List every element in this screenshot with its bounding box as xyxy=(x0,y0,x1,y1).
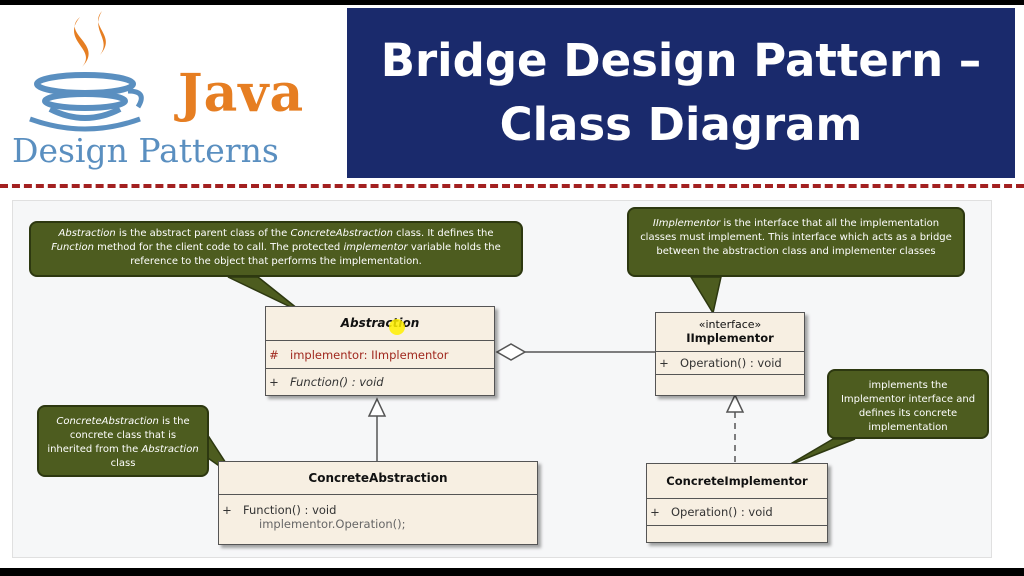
class-concrete-abstraction-name: ConcreteAbstraction xyxy=(219,462,537,495)
logo-java-text: Java xyxy=(178,63,305,124)
public-marker: + xyxy=(659,356,669,370)
class-concrete-abstraction: ConcreteAbstraction + Function() : void … xyxy=(218,461,538,545)
class-iimplementor: «interface» IImplementor + Operation() :… xyxy=(655,312,805,396)
coffee-cup-icon xyxy=(29,11,144,132)
public-marker: + xyxy=(269,375,279,389)
page-title-line-2: Class Diagram xyxy=(499,98,863,151)
public-marker: + xyxy=(222,503,232,517)
iimplementor-method: Operation() : void xyxy=(680,356,782,370)
callout-abstraction: Abstraction is the abstract parent class… xyxy=(29,221,523,277)
class-concrete-implementor: ConcreteImplementor + Operation() : void xyxy=(646,463,828,543)
class-diagram: Abstraction # implementor: IImplementor … xyxy=(12,200,992,558)
java-logo: Java Design Patterns xyxy=(0,5,340,185)
top-border xyxy=(0,0,1024,5)
concrete-abstraction-method-body: implementor.Operation(); xyxy=(259,517,406,531)
cursor-highlight xyxy=(389,319,405,335)
abstraction-method: Function() : void xyxy=(290,375,384,389)
concrete-abstraction-method: Function() : void xyxy=(243,503,337,517)
callout-tail-concrete-implementor xyxy=(786,438,856,467)
callout-tail-iimplementor xyxy=(689,276,722,315)
concrete-implementor-method: Operation() : void xyxy=(671,505,773,519)
dashed-divider xyxy=(0,184,1024,188)
callout-iimplementor: IImplementor is the interface that all t… xyxy=(627,207,965,277)
protected-marker: # xyxy=(269,347,279,362)
callout-tail-abstraction xyxy=(227,276,304,314)
diagram-connectors xyxy=(193,276,856,478)
bottom-border xyxy=(0,568,1024,576)
callout-concrete-abstraction: ConcreteAbstraction is the concrete clas… xyxy=(37,405,209,477)
public-marker: + xyxy=(650,505,660,519)
page-title-line-1: Bridge Design Pattern – xyxy=(380,34,982,87)
interface-stereotype: «interface» xyxy=(698,318,762,331)
logo-subtitle: Design Patterns xyxy=(12,131,279,170)
class-abstraction-name: Abstraction xyxy=(266,307,494,341)
aggregation-diamond-icon xyxy=(495,343,527,361)
abstraction-field: implementor: IImplementor xyxy=(290,347,449,362)
title-banner: Bridge Design Pattern – Class Diagram xyxy=(347,8,1015,178)
class-concrete-implementor-name: ConcreteImplementor xyxy=(647,464,827,499)
inheritance-arrow-icon xyxy=(367,397,387,417)
class-abstraction: Abstraction # implementor: IImplementor … xyxy=(265,306,495,396)
callout-concrete-implementor: implements the Implementor interface and… xyxy=(827,369,989,439)
class-iimplementor-name: IImplementor xyxy=(686,331,774,345)
realization-arrow-icon xyxy=(725,393,745,413)
